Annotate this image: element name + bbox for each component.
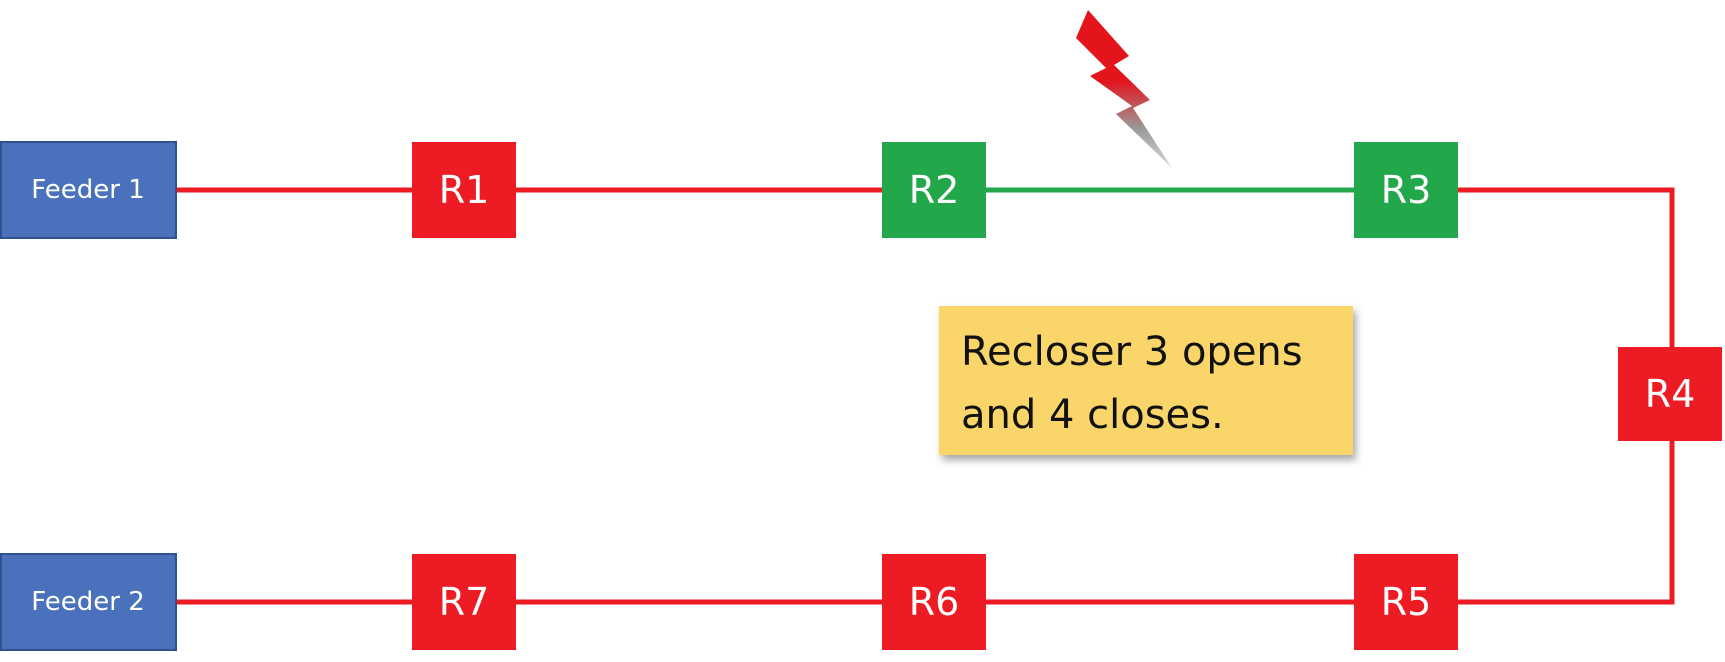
recloser-r5: R5 — [1354, 554, 1458, 650]
recloser-r7-label: R7 — [439, 580, 490, 624]
note-box: Recloser 3 opens and 4 closes. — [939, 306, 1353, 455]
recloser-r3-label: R3 — [1381, 168, 1432, 212]
recloser-r2-box — [882, 142, 986, 238]
line-r3-r4 — [1458, 187, 1675, 347]
recloser-r2: R2 — [882, 142, 986, 238]
recloser-r6-box — [882, 554, 986, 650]
recloser-r4: R4 — [1618, 347, 1722, 441]
feeder-2-label: Feeder 2 — [31, 587, 145, 617]
line-r4-r5 — [1458, 441, 1675, 605]
note-line-2: and 4 closes. — [961, 392, 1224, 438]
recloser-r7-box — [412, 554, 516, 650]
recloser-r7: R7 — [412, 554, 516, 650]
recloser-r6-label: R6 — [909, 580, 960, 624]
recloser-r3-box — [1354, 142, 1458, 238]
recloser-r4-label: R4 — [1645, 372, 1696, 416]
lightning-bolt-icon — [1076, 10, 1172, 168]
recloser-r6: R6 — [882, 554, 986, 650]
recloser-r1-box — [412, 142, 516, 238]
note-line-1: Recloser 3 opens — [961, 329, 1303, 375]
recloser-r2-label: R2 — [909, 168, 960, 212]
recloser-r3: R3 — [1354, 142, 1458, 238]
recloser-r4-box — [1618, 347, 1722, 441]
feeder-1-label: Feeder 1 — [31, 175, 145, 205]
recloser-r5-label: R5 — [1381, 580, 1432, 624]
recloser-r1-label: R1 — [439, 168, 490, 212]
feeder-2: Feeder 2 — [0, 553, 177, 651]
feeder-1: Feeder 1 — [0, 141, 177, 239]
recloser-r5-box — [1354, 554, 1458, 650]
recloser-r1: R1 — [412, 142, 516, 238]
